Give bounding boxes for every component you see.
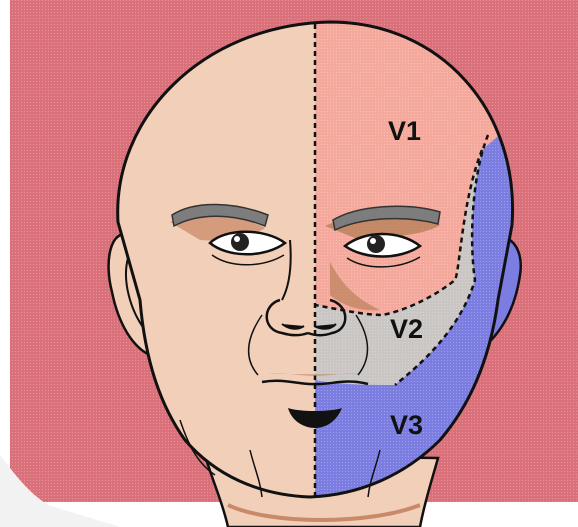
label-v3: V3: [390, 410, 423, 440]
label-v2: V2: [390, 314, 423, 344]
label-v1: V1: [388, 116, 421, 146]
